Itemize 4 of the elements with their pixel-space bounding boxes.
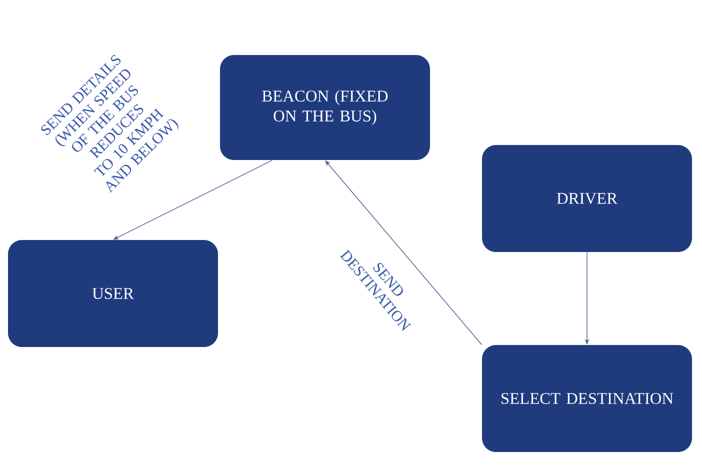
process-box: USER [8, 240, 218, 347]
process-box: BEACON (FIXED ON THE BUS) [220, 55, 430, 160]
process-box: SELECT DESTINATION [482, 345, 692, 452]
process-box: DRIVER [482, 145, 692, 252]
